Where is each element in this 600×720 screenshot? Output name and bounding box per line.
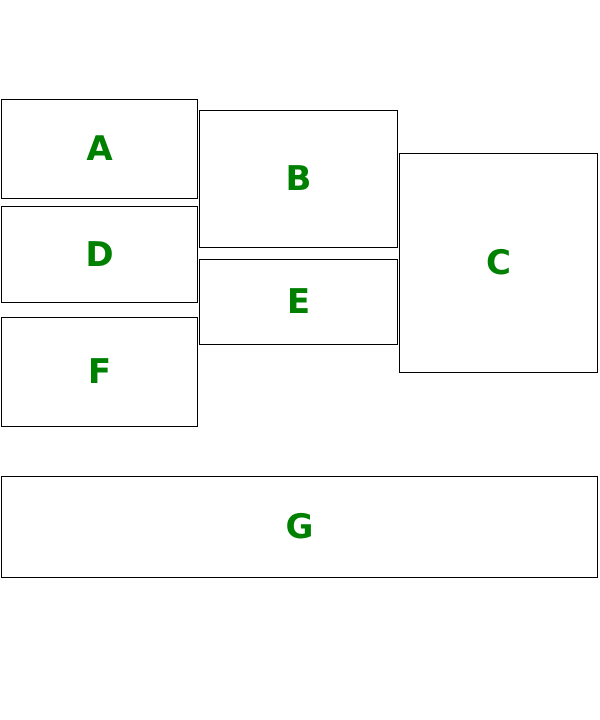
- box-g[interactable]: G: [1, 476, 598, 578]
- box-g-label: G: [285, 507, 314, 547]
- box-f-label: F: [87, 352, 112, 392]
- box-c-label: C: [486, 243, 511, 283]
- box-d[interactable]: D: [1, 206, 198, 303]
- box-b-label: B: [285, 159, 312, 199]
- box-b[interactable]: B: [199, 110, 398, 248]
- box-d-label: D: [85, 234, 114, 275]
- box-f[interactable]: F: [1, 317, 198, 427]
- box-c[interactable]: C: [399, 153, 598, 373]
- box-a-label: A: [86, 129, 113, 169]
- box-e[interactable]: E: [199, 259, 398, 345]
- box-a[interactable]: A: [1, 99, 198, 199]
- box-e-label: E: [286, 282, 311, 322]
